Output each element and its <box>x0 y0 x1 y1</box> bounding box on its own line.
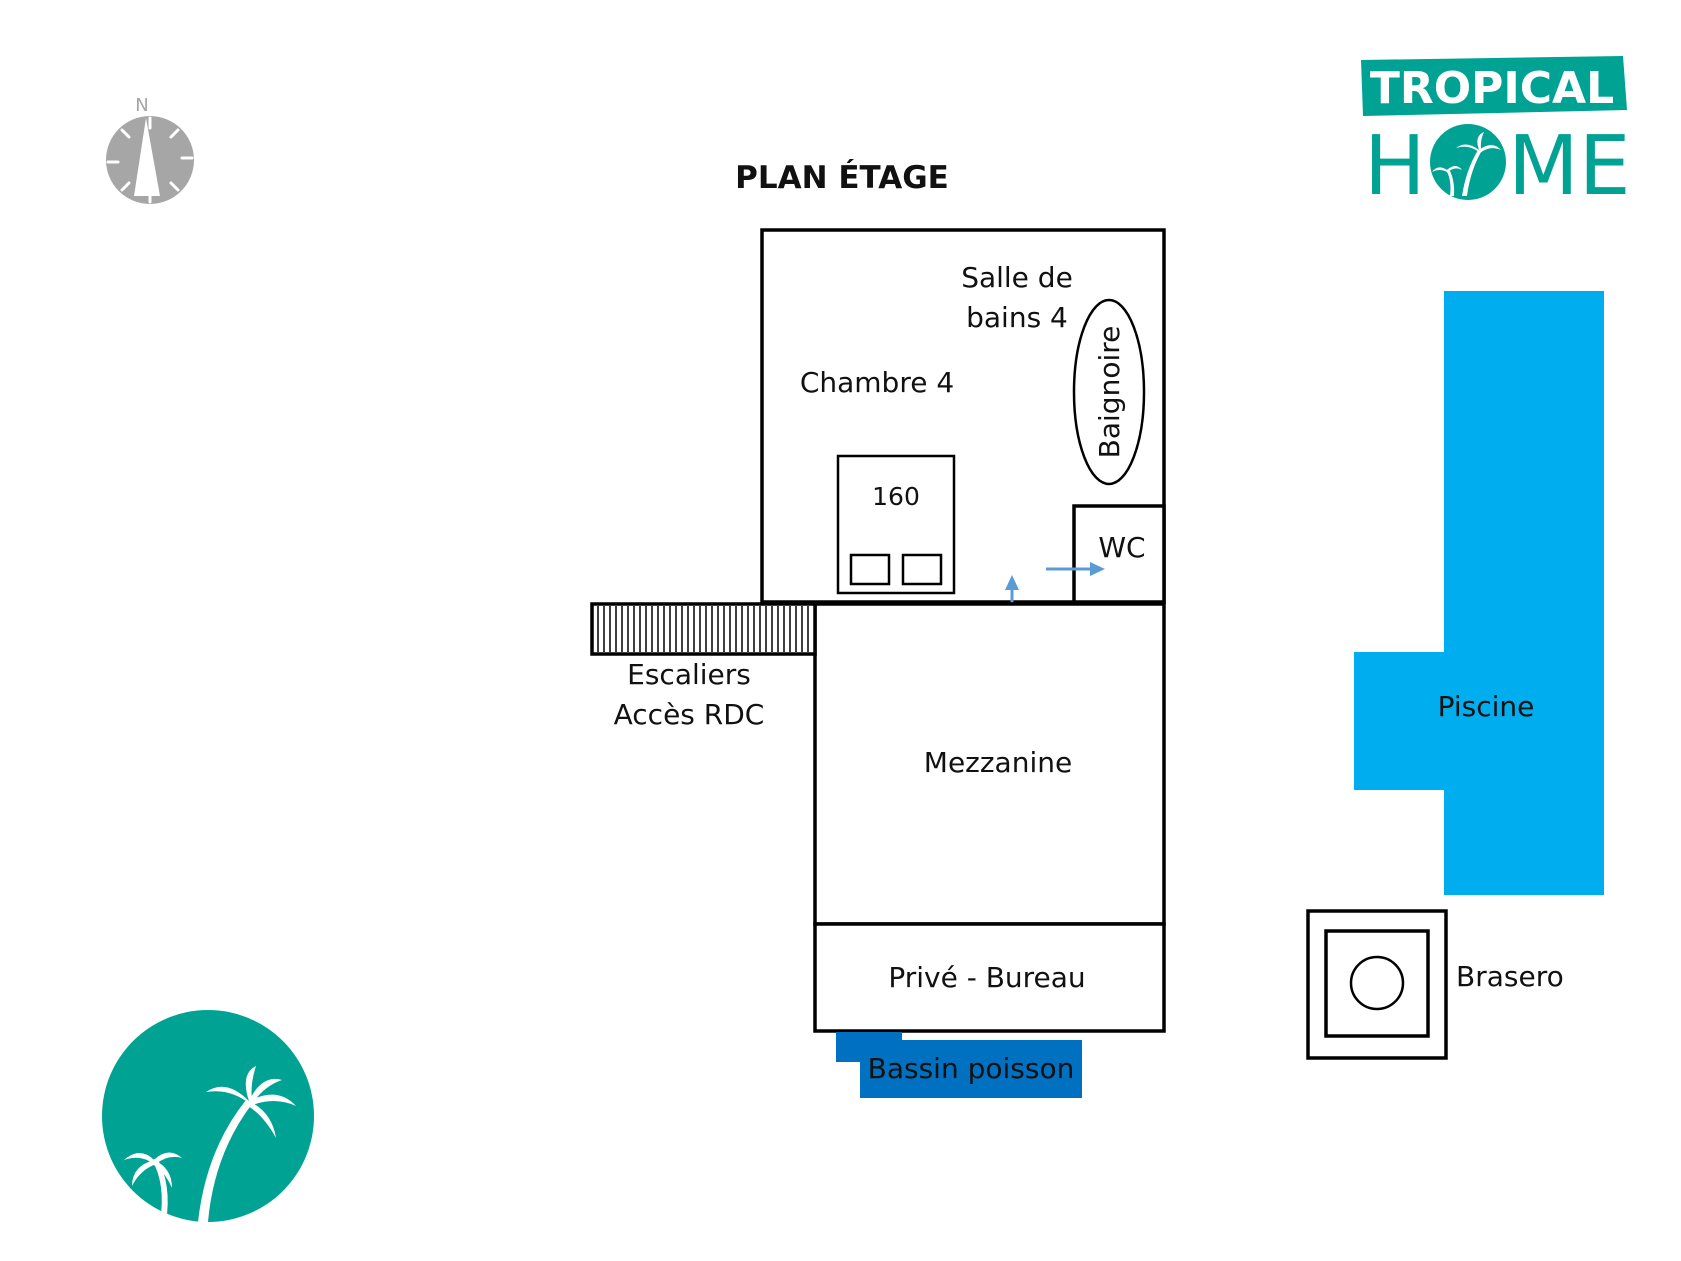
bathtub-label: Baignoire <box>1093 326 1126 459</box>
logo-palm-circle-icon <box>1430 124 1506 200</box>
stairs-label-line2: Accès RDC <box>614 698 765 731</box>
pond-label: Bassin poisson <box>868 1052 1075 1085</box>
tropical-home-logo: TROPICAL H ME <box>1361 56 1631 214</box>
wc-label: WC <box>1098 531 1145 564</box>
bathroom-label-line1: Salle de <box>961 261 1073 294</box>
mezzanine-label: Mezzanine <box>924 746 1072 779</box>
brasero-label: Brasero <box>1456 960 1564 993</box>
mezzanine-room <box>813 602 1166 926</box>
logo-letters-me: ME <box>1508 119 1631 214</box>
fish-pond <box>836 1032 1082 1098</box>
pillow-left <box>849 553 891 586</box>
pillow-right <box>901 553 943 586</box>
plan-title: PLAN ÉTAGE <box>735 160 949 196</box>
office-room <box>813 922 1166 1033</box>
bathroom-label-line2: bains 4 <box>966 301 1068 334</box>
stairs-label-line1: Escaliers <box>627 658 751 691</box>
bedroom-label: Chambre 4 <box>800 366 954 399</box>
office-label: Privé - Bureau <box>888 961 1085 994</box>
compass-north-label: N <box>135 95 148 116</box>
logo-letter-h: H <box>1364 119 1426 214</box>
wc-room <box>1072 504 1166 604</box>
arrow-right-icon <box>1046 562 1105 576</box>
logo-word-tropical: TROPICAL <box>1370 63 1614 114</box>
pool <box>1354 291 1604 895</box>
pool-label: Piscine <box>1438 690 1535 723</box>
brasero <box>1306 909 1448 1060</box>
bathtub <box>1072 298 1146 486</box>
palm-tree-emblem-icon <box>102 1010 314 1222</box>
compass-icon: N <box>106 95 194 204</box>
bed-size-label: 160 <box>872 482 920 511</box>
stairs <box>590 602 817 656</box>
